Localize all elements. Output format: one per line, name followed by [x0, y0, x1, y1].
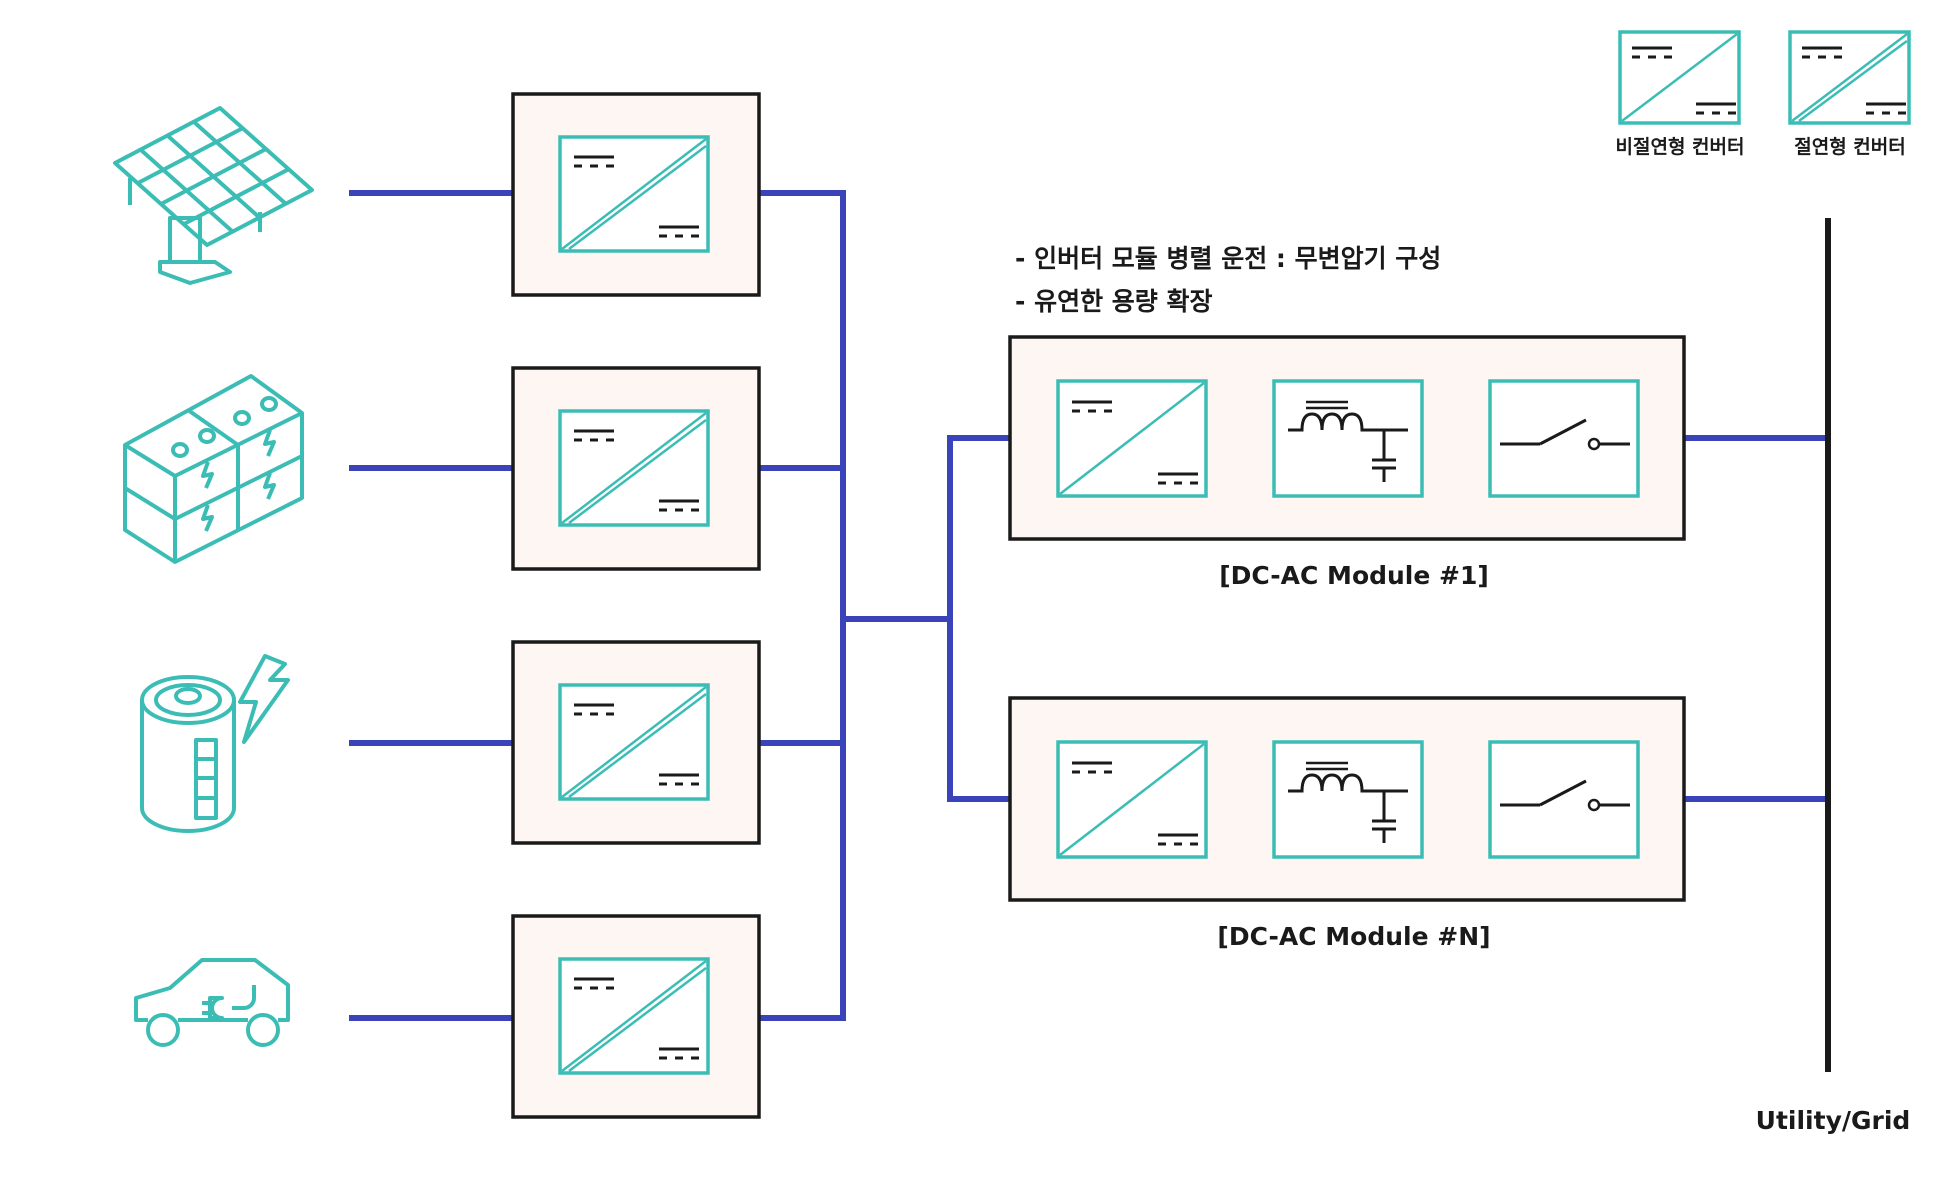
note-parallel-operation: - 인버터 모듈 병렬 운전 : 무변압기 구성 — [1015, 244, 1441, 273]
lc-filter-block — [1272, 740, 1424, 859]
switch-block — [1488, 740, 1640, 859]
battery-cell-icon — [140, 654, 290, 833]
lc-filter-block — [1272, 379, 1424, 498]
dc-ac-module-n — [1008, 696, 1686, 902]
dc-dc-converter-2 — [511, 366, 761, 571]
module-1-label: [DC-AC Module #1] — [1219, 561, 1489, 590]
module-n-label: [DC-AC Module #N] — [1217, 922, 1490, 951]
note-capacity-expansion: - 유연한 용량 확장 — [1015, 287, 1213, 316]
legend-non-isolated-label: 비절연형 컨버터 — [1616, 136, 1745, 158]
solar-panel-icon — [113, 106, 314, 285]
battery-rack-icon — [123, 374, 304, 564]
legend-non-isolated-converter — [1618, 30, 1741, 125]
electric-vehicle-icon — [134, 958, 290, 1047]
utility-grid-label: Utility/Grid — [1756, 1106, 1911, 1135]
inverter-block — [1056, 379, 1208, 498]
legend-isolated-label: 절연형 컨버터 — [1794, 136, 1906, 158]
dc-ac-module-1 — [1008, 335, 1686, 541]
dc-dc-converter-1 — [511, 92, 761, 297]
legend-isolated-converter — [1788, 30, 1911, 125]
inverter-block — [1056, 740, 1208, 859]
dc-dc-converter-3 — [511, 640, 761, 845]
dc-dc-converter-4 — [511, 914, 761, 1119]
switch-block — [1488, 379, 1640, 498]
